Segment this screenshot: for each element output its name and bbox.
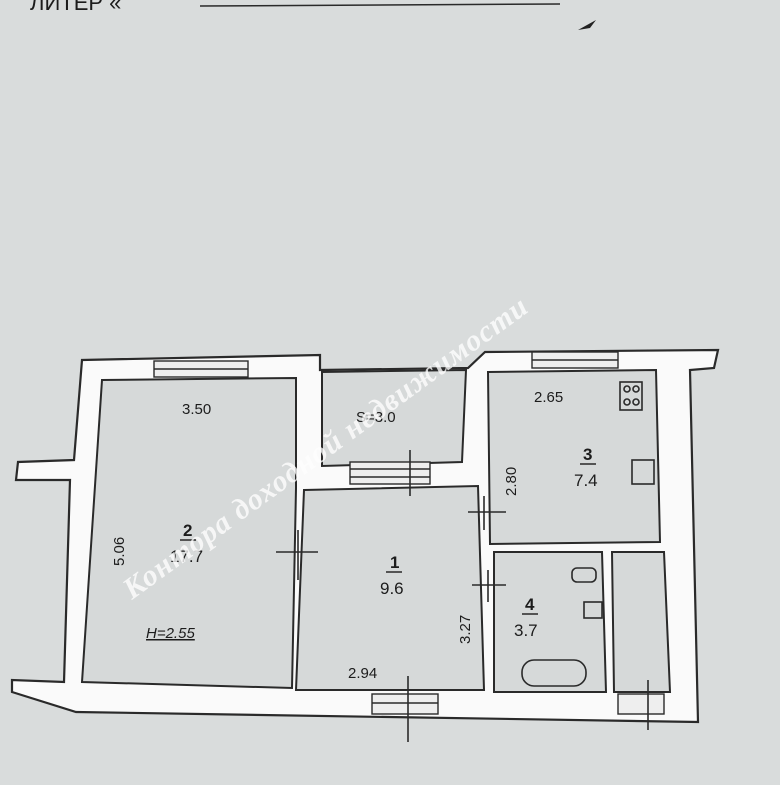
room-4-number: 4 xyxy=(525,595,535,614)
dim-room2-width: 3.50 xyxy=(182,401,211,418)
water-heater-icon xyxy=(583,601,603,619)
ceiling-height: H=2.55 xyxy=(146,625,195,642)
stove-burner-icon xyxy=(623,398,631,406)
bathtub-icon xyxy=(521,659,587,687)
room-3-outline xyxy=(486,368,662,546)
room-2-number: 2 xyxy=(183,521,192,540)
stove-icon xyxy=(619,381,643,411)
room-3-number: 3 xyxy=(583,445,592,464)
room-3-area: 7.4 xyxy=(574,471,598,490)
stove-burner-icon xyxy=(632,385,640,393)
window-room-1 xyxy=(371,693,439,715)
dim-room1-width: 2.94 xyxy=(348,665,377,682)
dim-room3-length: 2.80 xyxy=(503,467,520,496)
dim-room3-width: 2.65 xyxy=(534,389,563,406)
window-toilet xyxy=(617,693,665,715)
room-1-outline xyxy=(294,484,486,691)
header-underline xyxy=(199,3,561,7)
balcony-outline xyxy=(321,368,468,468)
room-4-outline xyxy=(493,551,608,693)
stove-burner-icon xyxy=(623,385,631,393)
washbasin-icon xyxy=(571,567,597,583)
balcony-door xyxy=(349,461,431,485)
ink-mark xyxy=(578,20,596,30)
kitchen-sink-icon xyxy=(631,459,655,485)
header-text: ЛИТЕР « xyxy=(30,0,121,15)
dim-room1-length: 3.27 xyxy=(457,615,474,644)
room-1-number: 1 xyxy=(390,553,399,572)
toilet-outline xyxy=(610,551,672,693)
stove-burner-icon xyxy=(632,398,640,406)
room-1-area: 9.6 xyxy=(380,579,404,598)
room-2-area: 17.7 xyxy=(170,547,203,566)
balcony-area: S=3.0 xyxy=(356,409,396,426)
room-2-outline xyxy=(80,376,297,690)
room-4-area: 3.7 xyxy=(514,621,538,640)
dim-room2-length: 5.06 xyxy=(111,537,128,566)
